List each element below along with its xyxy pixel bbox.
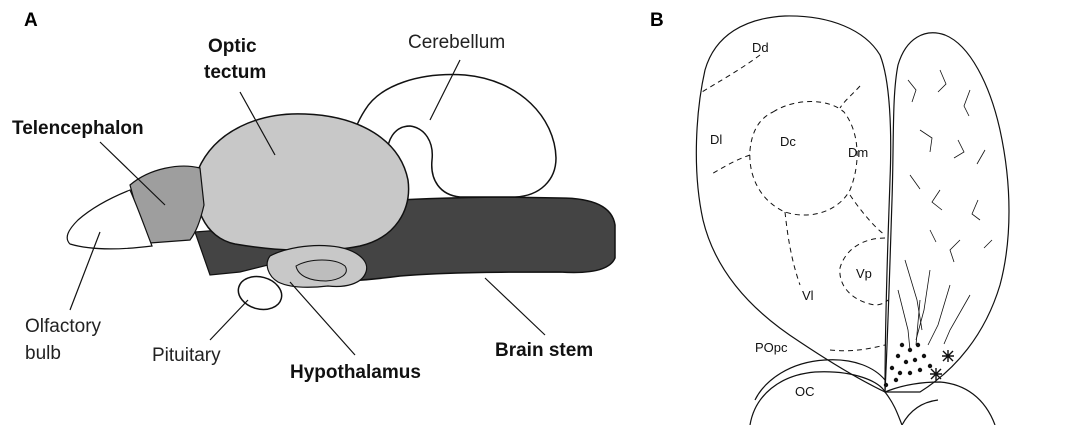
fiber xyxy=(954,140,964,158)
panel-label-b: B xyxy=(650,10,664,32)
fiber xyxy=(964,90,970,116)
star-marker xyxy=(942,350,954,362)
neuron-dot xyxy=(913,358,917,362)
label-telencephalon: Telencephalon xyxy=(12,118,144,140)
neuron-dot xyxy=(896,354,900,358)
label-vp: Vp xyxy=(856,266,872,281)
label-oc: OC xyxy=(795,384,815,399)
boundary-dm-vp xyxy=(850,195,885,235)
star-marker xyxy=(930,368,942,380)
neuron-dot xyxy=(890,366,894,370)
label-dd: Dd xyxy=(752,40,769,55)
neuron-dot xyxy=(918,368,922,372)
panel-label-a: A xyxy=(24,10,38,32)
fiber xyxy=(972,200,980,220)
label-olfactory-bulb-line1: Olfactory xyxy=(25,316,101,338)
fiber xyxy=(984,240,992,248)
boundary-popc xyxy=(830,345,885,351)
optic-chiasm-outline xyxy=(750,372,902,425)
boundary-dd-dl xyxy=(702,55,760,92)
neuron-dot xyxy=(922,354,926,358)
boundary-dl-vl xyxy=(785,212,800,285)
boundary-dc-outline xyxy=(750,102,857,216)
leader-brain-stem xyxy=(485,278,545,335)
fiber xyxy=(928,285,950,345)
panel-a-fish-brain-lateral: A Optic tectum Cerebellum Telencephalon … xyxy=(0,0,640,425)
fiber xyxy=(950,240,960,262)
fiber xyxy=(938,70,946,92)
neuron-dot xyxy=(904,360,908,364)
label-dm: Dm xyxy=(848,145,868,160)
right-hemisphere-outline xyxy=(885,33,1009,392)
fiber xyxy=(898,290,910,350)
label-dc: Dc xyxy=(780,134,796,149)
label-brain-stem: Brain stem xyxy=(495,340,593,362)
label-popc: POpc xyxy=(755,340,788,355)
neuron-dot xyxy=(908,371,912,375)
boundary-dc-dl xyxy=(710,155,750,175)
fiber xyxy=(920,130,932,152)
label-hypothalamus: Hypothalamus xyxy=(290,362,421,384)
neuron-dot xyxy=(884,383,888,387)
leader-hypothalamus xyxy=(290,282,355,355)
neuron-dot xyxy=(928,364,932,368)
neuron-dot xyxy=(894,378,898,382)
fiber xyxy=(932,190,942,210)
basal-outline-right-2 xyxy=(902,400,938,425)
label-pituitary: Pituitary xyxy=(152,345,221,367)
panel-b-telencephalon-section: B Dd Dl Dc Dm Vp Vl POpc OC xyxy=(640,0,1065,425)
optic-tectum-shape xyxy=(196,114,409,251)
basal-outline-right xyxy=(885,382,995,425)
neuron-dot xyxy=(898,371,902,375)
leader-pituitary xyxy=(210,300,248,340)
fiber xyxy=(944,295,970,344)
fiber xyxy=(905,260,922,330)
fiber xyxy=(977,150,985,164)
basal-outline-left xyxy=(755,360,885,400)
fiber xyxy=(910,175,920,189)
neuron-dot xyxy=(916,343,920,347)
neuron-dot xyxy=(908,348,912,352)
fiber xyxy=(930,230,936,242)
label-cerebellum: Cerebellum xyxy=(408,32,505,54)
label-olfactory-bulb-line2: bulb xyxy=(25,343,61,365)
telencephalon-section-diagram xyxy=(640,0,1065,425)
label-optic-tectum-line1: Optic xyxy=(208,36,257,58)
label-vl: Vl xyxy=(802,288,814,303)
fiber xyxy=(908,80,916,102)
label-optic-tectum-line2: tectum xyxy=(204,62,266,84)
left-hemisphere-outline xyxy=(696,16,890,392)
neuron-dot xyxy=(900,343,904,347)
boundary-dd-dm xyxy=(840,86,860,108)
label-dl: Dl xyxy=(710,132,722,147)
